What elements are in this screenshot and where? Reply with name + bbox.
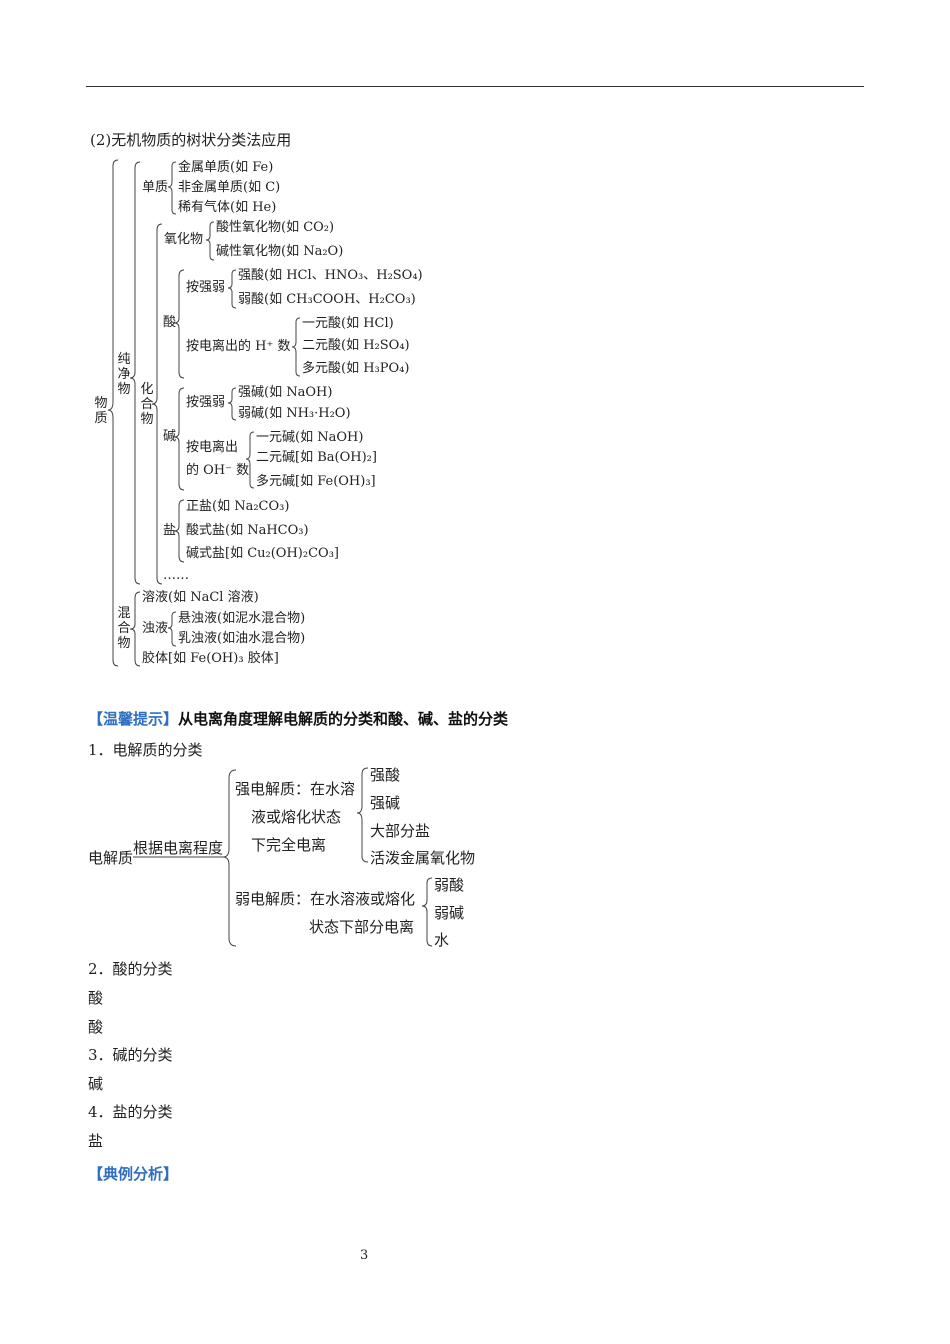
strong-line: 强电解质：在水溶 xyxy=(235,780,356,798)
acid-line: 酸 xyxy=(88,1018,104,1036)
bracket-root xyxy=(107,159,119,667)
tree-base-strength-item: 弱碱(如 NH₃·H₂O) xyxy=(238,406,351,421)
tree-base-ionization-item: 多元碱[如 Fe(OH)₃] xyxy=(256,474,376,489)
tree-simple-item: 稀有气体(如 He) xyxy=(178,200,277,215)
tip-text: 从电离角度理解电解质的分类和酸、碱、盐的分类 xyxy=(178,710,509,728)
bracket-weak xyxy=(421,877,433,947)
tree-simple-item: 金属单质(如 Fe) xyxy=(178,160,274,175)
tree-root: 物质 xyxy=(94,396,108,426)
tree-acid-strength-item: 弱酸(如 CH₃COOH、H₂CO₃) xyxy=(238,292,416,307)
tree-base-by-strength: 按强弱 xyxy=(186,395,226,410)
electrolyte-criterion: 根据电离程度 xyxy=(133,839,224,857)
bracket-oxide xyxy=(205,221,215,261)
tree-base-by-ionization: 的 OH⁻ 数 xyxy=(186,463,250,478)
tree-acid-strength-item: 强酸(如 HCl、HNO₃、H₂SO₄) xyxy=(238,268,423,283)
strong-item: 强酸 xyxy=(370,766,401,784)
example-heading: 【典例分析】 xyxy=(88,1163,178,1184)
bracket-pure xyxy=(129,161,141,585)
tree-simple-item: 非金属单质(如 C) xyxy=(178,180,281,195)
tree-acid-ionization-item: 多元酸(如 H₃PO₄) xyxy=(302,361,410,376)
tree-base-strength-item: 强碱(如 NaOH) xyxy=(238,385,333,400)
tree-simple-substance: 单质 xyxy=(142,180,169,195)
page-number: 3 xyxy=(360,1248,369,1263)
bracket-compound xyxy=(151,223,163,585)
bracket-electrolyte xyxy=(222,769,237,947)
tree-brackets xyxy=(107,159,301,667)
tree-acid-ionization-item: 二元酸(如 H₂SO₄) xyxy=(302,338,410,353)
bracket-acid-ionization xyxy=(291,317,301,377)
bracket-base-strength xyxy=(227,387,237,421)
tree-oxide-item: 酸性氧化物(如 CO₂) xyxy=(216,220,335,235)
bracket-simple xyxy=(167,161,177,215)
strong-item: 大部分盐 xyxy=(370,822,431,840)
weak-item: 水 xyxy=(434,931,450,949)
tree-mixture: 混合物 xyxy=(117,606,131,651)
sec3-title: 3．碱的分类 xyxy=(88,1046,173,1064)
tree-acid-by-ionization: 按电离出的 H⁺ 数 xyxy=(186,339,291,354)
header-rule xyxy=(86,86,864,87)
bracket-base-ionization xyxy=(245,431,255,489)
tree-oxide-item: 碱性氧化物(如 Na₂O) xyxy=(216,244,344,259)
bracket-base xyxy=(173,387,185,491)
tree-turbid-item: 乳浊液(如油水混合物) xyxy=(178,631,306,646)
sec4-title: 4．盐的分类 xyxy=(88,1103,173,1121)
weak-item: 弱碱 xyxy=(434,904,465,922)
tree-ellipsis: …… xyxy=(163,568,189,583)
weak-item: 弱酸 xyxy=(434,876,465,894)
tree-pure: 纯净物 xyxy=(117,352,131,397)
strong-item: 活泼金属氧化物 xyxy=(370,849,476,867)
tree-colloid: 胶体[如 Fe(OH)₃ 胶体] xyxy=(142,651,279,666)
tree-compound: 化合物 xyxy=(140,382,154,427)
weak-line: 状态下部分电离 xyxy=(309,918,415,936)
section-heading: (2)无机物质的树状分类法应用 xyxy=(90,131,292,149)
tree-acid-by-strength: 按强弱 xyxy=(186,280,226,295)
tree-base-ionization-item: 二元碱[如 Ba(OH)₂] xyxy=(256,450,377,465)
acid-line: 酸 xyxy=(88,989,104,1007)
base-line: 碱 xyxy=(88,1075,104,1093)
example-label: 【典例分析】 xyxy=(88,1165,179,1183)
electrolyte-brackets xyxy=(133,767,433,947)
tree-salt-item: 正盐(如 Na₂CO₃) xyxy=(186,499,290,514)
tip-heading: 【温馨提示】从电离角度理解电解质的分类和酸、碱、盐的分类 xyxy=(88,708,508,729)
strong-line: 下完全电离 xyxy=(251,836,327,854)
strong-item: 强碱 xyxy=(370,794,401,812)
tip-label: 【温馨提示】 xyxy=(88,710,179,728)
tree-oxide: 氧化物 xyxy=(164,232,204,247)
sec1-title: 1．电解质的分类 xyxy=(88,741,203,759)
tree-base-ionization-item: 一元碱(如 NaOH) xyxy=(256,430,364,445)
bracket-mixture xyxy=(129,591,141,667)
tree-turbid: 浊液 xyxy=(142,621,169,636)
sec2-title: 2．酸的分类 xyxy=(88,960,173,978)
tree-acid-ionization-item: 一元酸(如 HCl) xyxy=(302,316,394,331)
bracket-acid-strength xyxy=(227,269,237,309)
tree-salt-item: 酸式盐(如 NaHCO₃) xyxy=(186,523,309,538)
bracket-strong xyxy=(356,767,369,863)
bracket-acid xyxy=(173,269,185,379)
bracket-turbid xyxy=(167,611,177,647)
bracket-salt xyxy=(173,499,185,563)
tree-base-by-ionization: 按电离出 xyxy=(186,440,239,455)
weak-line: 弱电解质：在水溶液或熔化 xyxy=(235,890,416,908)
strong-line: 液或熔化状态 xyxy=(251,808,342,826)
tree-solution: 溶液(如 NaCl 溶液) xyxy=(142,590,259,605)
tree-salt-item: 碱式盐[如 Cu₂(OH)₂CO₃] xyxy=(186,546,339,561)
tree-base: 碱 xyxy=(163,429,177,444)
electrolyte-root: 电解质 xyxy=(88,849,134,867)
salt-line: 盐 xyxy=(88,1132,104,1150)
tree-salt: 盐 xyxy=(163,523,177,538)
tree-acid: 酸 xyxy=(163,315,177,330)
tree-turbid-item: 悬浊液(如泥水混合物) xyxy=(178,611,306,626)
